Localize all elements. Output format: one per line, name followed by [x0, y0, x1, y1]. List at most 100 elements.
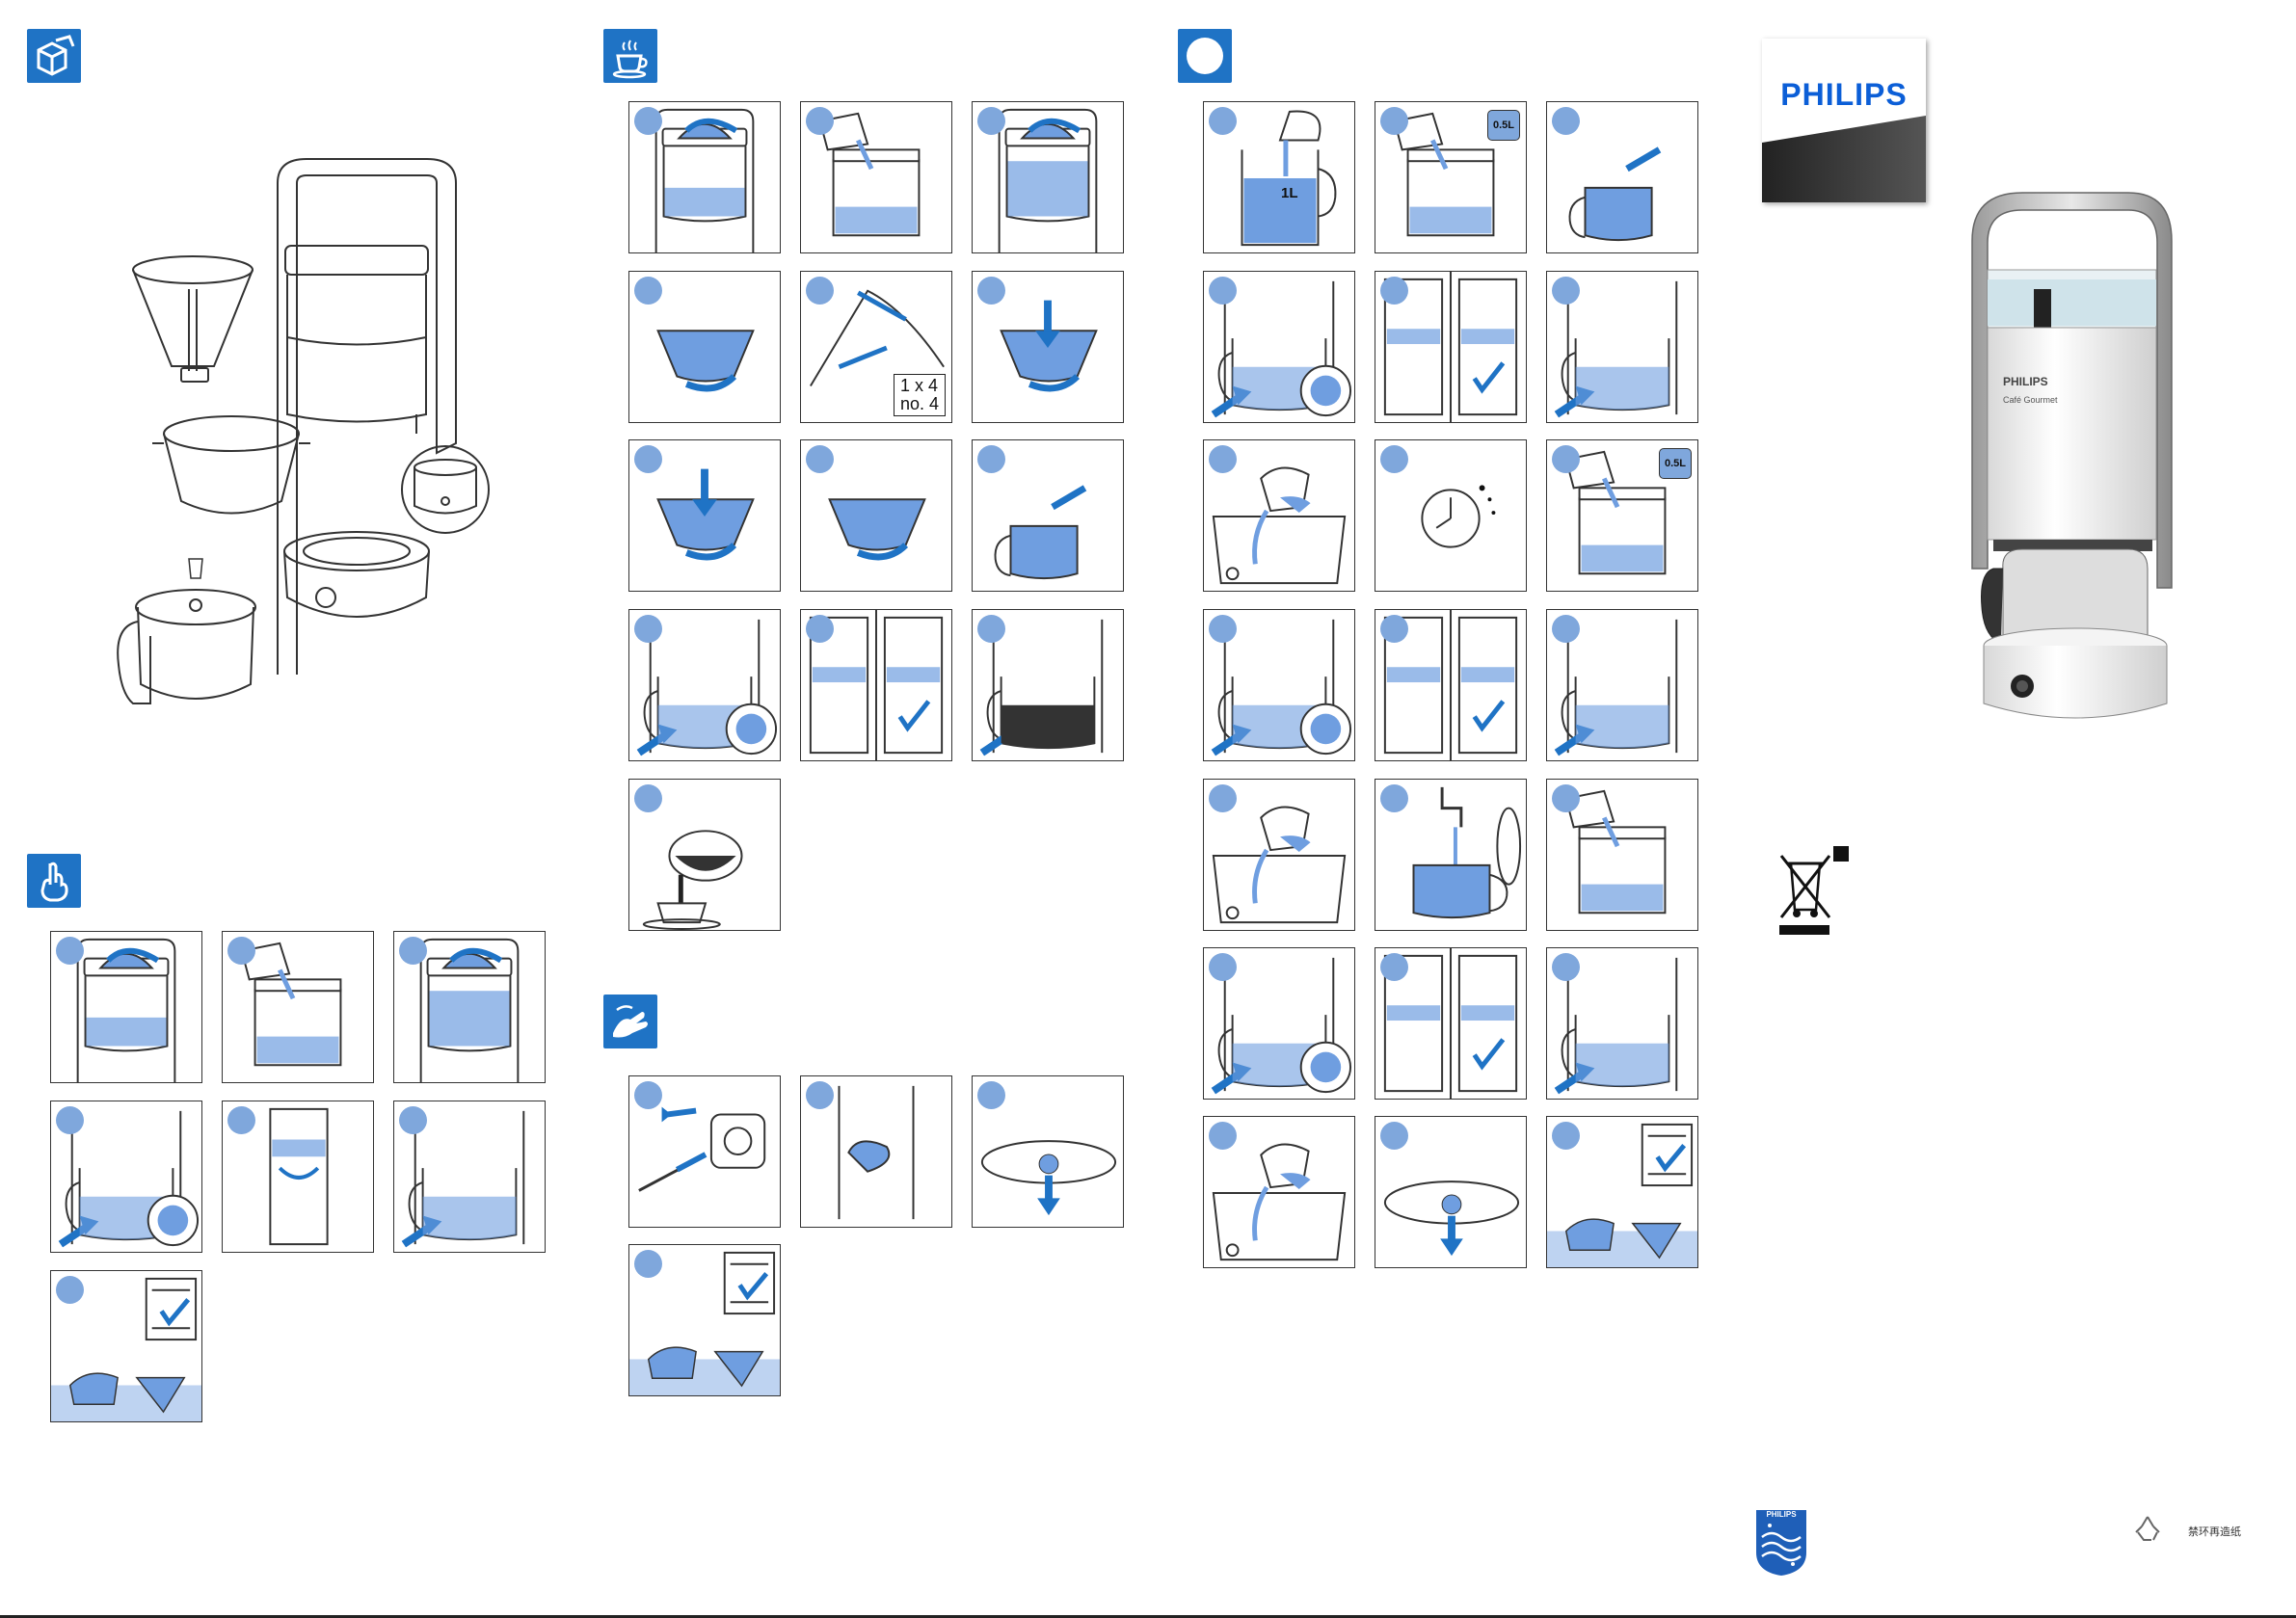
- step-number-circle: [634, 107, 662, 135]
- step-number-circle: [56, 1106, 84, 1134]
- instruction-panel: [972, 439, 1124, 592]
- step-number-circle: [1380, 784, 1408, 812]
- philips-logo-box: PHILIPS: [1762, 39, 1926, 202]
- instruction-panel: [1375, 271, 1527, 423]
- instruction-panel: [1546, 609, 1698, 761]
- instruction-panel: [1375, 779, 1527, 931]
- instruction-panel: [800, 439, 952, 592]
- step-number-circle: [227, 937, 255, 965]
- water-amount-tag: 0.5L: [1487, 110, 1520, 141]
- instruction-panel: [1203, 779, 1355, 931]
- jug-volume-label: 1L: [1281, 185, 1298, 201]
- step-number-circle: [1209, 445, 1237, 473]
- step-number-circle: [806, 1081, 834, 1109]
- shield-wordmark: PHILIPS: [1754, 1510, 1808, 1519]
- instruction-panel: [972, 101, 1124, 253]
- box-unpack-icon: [27, 29, 81, 83]
- blank-circle-icon: [1178, 29, 1232, 83]
- instruction-panel: [1203, 271, 1355, 423]
- product-name-text: Café Gourmet: [2003, 395, 2058, 405]
- step-number-circle: [1380, 953, 1408, 981]
- step-number-circle: [1552, 107, 1580, 135]
- step-number-circle: [1552, 445, 1580, 473]
- first-use-section-icon: [27, 854, 81, 908]
- step-number-circle: [977, 445, 1005, 473]
- instruction-panel: 1L: [1203, 101, 1355, 253]
- exploded-product-diagram: [104, 154, 528, 732]
- step-number-circle: [806, 107, 834, 135]
- step-number-circle: [806, 445, 834, 473]
- cleaning-section-icon: [603, 995, 657, 1048]
- instruction-panel: [628, 439, 781, 592]
- instruction-panel: 0.5L: [1546, 439, 1698, 592]
- instruction-panel: [628, 609, 781, 761]
- coffee-cup-icon: [603, 29, 657, 83]
- step-number-circle: [1209, 277, 1237, 305]
- instruction-panel: [1546, 779, 1698, 931]
- instruction-panel: [1203, 439, 1355, 592]
- instruction-panel: [1375, 947, 1527, 1100]
- instruction-panel: [1546, 101, 1698, 253]
- instruction-panel: [50, 1101, 202, 1253]
- instruction-panel: [972, 609, 1124, 761]
- instruction-panel: [222, 1101, 374, 1253]
- instruction-panel: [1546, 947, 1698, 1100]
- unpacking-section-icon: [27, 29, 81, 83]
- instruction-panel: [50, 1270, 202, 1422]
- logo-box-gradient: [1762, 39, 1926, 202]
- product-photo: PHILIPS Café Gourmet: [1964, 183, 2186, 742]
- step-number-circle: [1209, 615, 1237, 643]
- step-number-circle: [1380, 1122, 1408, 1150]
- instruction-panel: [972, 1075, 1124, 1228]
- step-number-circle: [634, 1250, 662, 1278]
- step-number-circle: [1380, 107, 1408, 135]
- instruction-panel: [628, 271, 781, 423]
- instruction-panel: [393, 931, 546, 1083]
- step-number-circle: [634, 615, 662, 643]
- step-number-circle: [634, 1081, 662, 1109]
- step-number-circle: [56, 1276, 84, 1304]
- product-brand-text: PHILIPS: [2003, 375, 2048, 388]
- instruction-panel: [1375, 439, 1527, 592]
- instruction-panel: [1203, 947, 1355, 1100]
- hand-wiping-icon: [603, 995, 657, 1048]
- filter-size-label: 1 x 4 no. 4: [894, 374, 946, 416]
- instruction-panel: [1203, 609, 1355, 761]
- step-number-circle: [1380, 445, 1408, 473]
- step-number-circle: [1380, 615, 1408, 643]
- finger-pointing-icon: [27, 854, 81, 908]
- step-number-circle: [1209, 953, 1237, 981]
- instruction-panel: [800, 1075, 952, 1228]
- instruction-panel: [1375, 609, 1527, 761]
- instruction-panel: [1375, 1116, 1527, 1268]
- step-number-circle: [1552, 784, 1580, 812]
- weee-bin-icon: [1774, 846, 1851, 938]
- step-number-circle: [399, 937, 427, 965]
- descaling-section-icon: [1178, 29, 1232, 83]
- instruction-panel: [1546, 1116, 1698, 1268]
- step-number-circle: [806, 615, 834, 643]
- recycle-text: 禁环再造纸: [2188, 1524, 2241, 1539]
- step-number-circle: [1552, 1122, 1580, 1150]
- step-number-circle: [1552, 277, 1580, 305]
- instruction-panel: [50, 931, 202, 1083]
- step-number-circle: [977, 1081, 1005, 1109]
- step-number-circle: [1380, 277, 1408, 305]
- instruction-panel: [800, 101, 952, 253]
- instruction-panel: [628, 1244, 781, 1396]
- step-number-circle: [227, 1106, 255, 1134]
- instruction-panel: 1 x 4 no. 4: [800, 271, 952, 423]
- step-number-circle: [634, 784, 662, 812]
- step-number-circle: [56, 937, 84, 965]
- instruction-panel: [972, 271, 1124, 423]
- step-number-circle: [1209, 1122, 1237, 1150]
- step-number-circle: [977, 615, 1005, 643]
- instruction-panel: [628, 1075, 781, 1228]
- instruction-panel: [222, 931, 374, 1083]
- step-number-circle: [1552, 615, 1580, 643]
- step-number-circle: [1209, 107, 1237, 135]
- instruction-panel: [1546, 271, 1698, 423]
- brewing-section-icon: [603, 29, 657, 83]
- recycle-icon: [2132, 1513, 2163, 1544]
- step-number-circle: [399, 1106, 427, 1134]
